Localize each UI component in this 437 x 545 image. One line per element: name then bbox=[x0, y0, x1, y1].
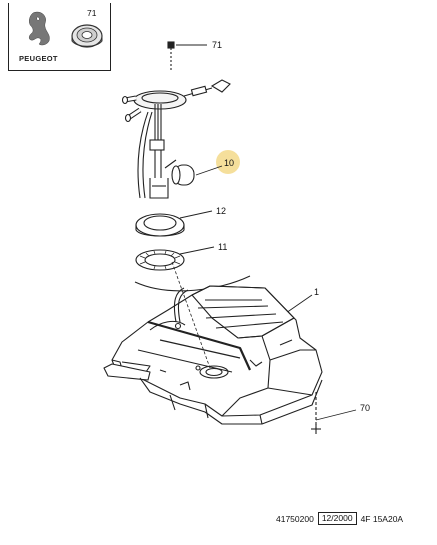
label-70: 70 bbox=[360, 403, 370, 413]
locking-ring bbox=[135, 249, 185, 271]
seal-ring bbox=[135, 213, 185, 237]
brand-inset: PEUGEOT bbox=[8, 3, 111, 71]
label-12: 12 bbox=[216, 206, 226, 216]
inset-part-label: 71 bbox=[87, 8, 97, 18]
assembly-axis bbox=[171, 261, 211, 369]
sender-unit bbox=[121, 41, 231, 199]
doc-number: 41750200 bbox=[276, 513, 314, 524]
doc-date: 12/2000 bbox=[317, 512, 357, 525]
doc-code: 4F 15A20A bbox=[360, 513, 404, 524]
leader-lines bbox=[179, 165, 357, 421]
bolt-marker bbox=[311, 392, 321, 434]
fuel-tank bbox=[103, 275, 323, 425]
label-71: 71 bbox=[212, 40, 222, 50]
label-11: 11 bbox=[218, 242, 227, 252]
highlight-marker bbox=[216, 150, 240, 174]
label-1: 1 bbox=[314, 287, 319, 297]
brand-name: PEUGEOT bbox=[19, 54, 58, 63]
lion-logo-icon bbox=[28, 11, 103, 48]
footer-reference: 41750200 12/2000 4F 15A20A bbox=[276, 512, 403, 525]
label-10: 10 bbox=[224, 158, 234, 168]
